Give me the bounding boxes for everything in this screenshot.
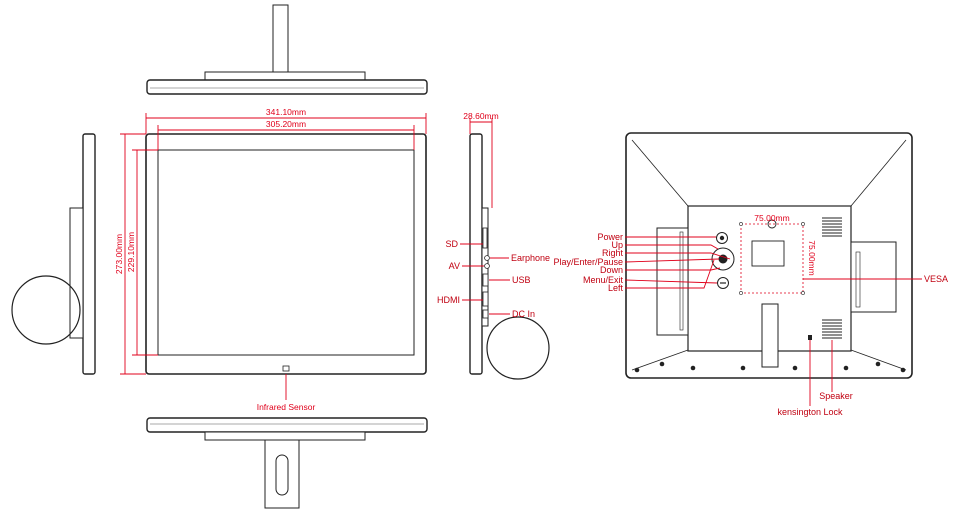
play-label: Play/Enter/Pause <box>553 257 623 267</box>
kensington-label: kensington Lock <box>777 407 843 417</box>
infrared-sensor-label: Infrared Sensor <box>257 402 316 412</box>
vesa-pattern: 75.00mm 75.00mm VESA <box>739 213 948 295</box>
sd-slot <box>482 227 488 249</box>
outer-height-label: 273.00mm <box>114 234 124 274</box>
vesa-height-label: 75.00mm <box>807 240 817 275</box>
bottom-view <box>146 417 428 509</box>
hdmi-label: HDMI <box>437 295 460 305</box>
up-label: Up <box>611 240 623 250</box>
sd-label: SD <box>445 239 458 249</box>
power-label: Power <box>597 232 623 242</box>
depth-label: 28.60mm <box>463 111 498 121</box>
button-callouts: Power Up Right Play/Enter/Pause Down Men… <box>553 232 731 293</box>
right-label: Right <box>602 248 624 258</box>
usb-label: USB <box>512 275 531 285</box>
bottom-callouts: Speaker kensington Lock <box>777 340 853 417</box>
outer-width-label: 341.10mm <box>266 107 306 117</box>
vesa-label: VESA <box>924 274 948 284</box>
down-label: Down <box>600 265 623 275</box>
vesa-width-label: 75.00mm <box>754 213 789 223</box>
front-view <box>145 133 427 375</box>
menu-label: Menu/Exit <box>583 275 624 285</box>
left-label: Left <box>608 283 624 293</box>
inner-width-label: 305.20mm <box>266 119 306 129</box>
speaker-label: Speaker <box>819 391 853 401</box>
left-side-view <box>11 133 96 375</box>
inner-height-label: 229.10mm <box>126 232 136 272</box>
depth-dimension: 28.60mm <box>463 111 499 208</box>
front-dimensions: 341.10mm 305.20mm 273.00mm 229.10mm Infr… <box>114 107 427 412</box>
av-label: AV <box>449 261 460 271</box>
infrared-sensor-window <box>282 365 290 372</box>
dc-in-label: DC In <box>512 309 535 319</box>
port-callouts: SD AV HDMI Earphone USB DC In <box>437 239 550 319</box>
back-view <box>625 132 913 379</box>
top-view <box>146 4 428 95</box>
earphone-label: Earphone <box>511 253 550 263</box>
right-side-view <box>469 133 550 380</box>
